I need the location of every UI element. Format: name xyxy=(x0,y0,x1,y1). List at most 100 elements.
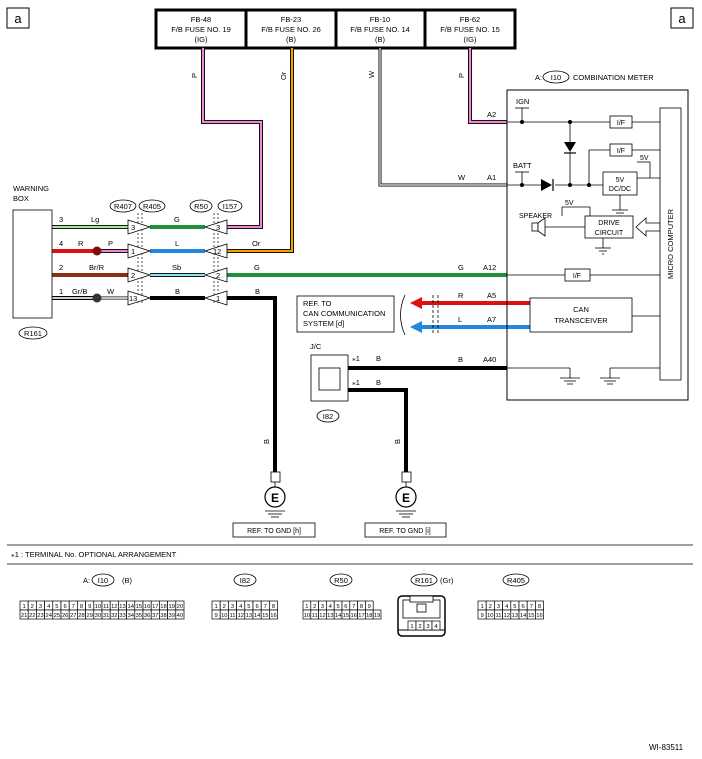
warning-pin-num: 1 xyxy=(59,287,63,296)
fuse-code: FB-48 xyxy=(191,15,211,24)
pin-number: 39 xyxy=(168,613,174,619)
fuse-name: F/B FUSE NO. 14 xyxy=(350,25,410,34)
pin-a2: A2 xyxy=(487,110,496,119)
can-arrow-blue xyxy=(410,321,422,333)
pin-number: 30 xyxy=(95,613,101,619)
drive-line1: DRIVE xyxy=(598,220,620,227)
pin-number: 15 xyxy=(262,613,268,619)
pin-number: 16 xyxy=(536,613,542,619)
wire-color-fb10: W xyxy=(367,70,376,78)
splice-red xyxy=(92,246,102,256)
ground-icon xyxy=(264,486,286,508)
pin-number: 5 xyxy=(336,604,339,610)
pin-number: 21 xyxy=(21,613,27,619)
right-pin: 12 xyxy=(213,247,221,256)
right-color-g: G xyxy=(254,263,260,272)
conn-r161-suffix: (Gr) xyxy=(440,576,454,585)
fuse-sub: (B) xyxy=(375,35,386,44)
drive-circuit: DRIVE CIRCUIT xyxy=(584,215,634,239)
pin-number: 4 xyxy=(329,604,333,610)
meter-prefix: A: xyxy=(535,73,542,82)
pin-number: 13 xyxy=(246,613,252,619)
conn-i10-suffix: (B) xyxy=(122,576,133,585)
pin-number: 2 xyxy=(313,604,316,610)
pin-number: 15 xyxy=(343,613,349,619)
pin-number: 8 xyxy=(538,604,541,610)
jc-wire2: B xyxy=(376,378,381,387)
pin-number: 15 xyxy=(136,604,142,610)
connector-left: R407 R405 3 1 2 13 xyxy=(109,199,166,306)
pin-number: 11 xyxy=(495,613,501,619)
pin-number: 16 xyxy=(350,613,356,619)
conn-i10-code: I10 xyxy=(98,576,108,585)
pin-number: 5 xyxy=(513,604,516,610)
connector-i157: I157 xyxy=(223,202,238,211)
warning-pin-color: R xyxy=(78,239,84,248)
pin-number: 13 xyxy=(512,613,518,619)
pin-number: 34 xyxy=(127,613,134,619)
pin-number: 7 xyxy=(530,604,533,610)
fuse-4: FB-62 F/B FUSE NO. 15 (IG) xyxy=(440,15,500,44)
pin-cell xyxy=(535,609,544,620)
jc-label: J/C xyxy=(310,342,322,351)
wire-color-a1: W xyxy=(458,173,466,182)
pin-number: 16 xyxy=(144,604,150,610)
micro-computer: MICRO COMPUTER xyxy=(659,107,682,381)
pin-number: 23 xyxy=(37,613,43,619)
dcdc-line2: DC/DC xyxy=(609,186,631,193)
jc-wire1: B xyxy=(376,354,381,363)
pin-number: 24 xyxy=(45,613,52,619)
fuse-3: FB-10 F/B FUSE NO. 14 (B) xyxy=(350,15,410,44)
v5-label-dcdc: 5V xyxy=(640,155,649,162)
left-pin: 2 xyxy=(131,271,135,280)
pin-number: 17 xyxy=(152,604,158,610)
conn-i82-code: I82 xyxy=(240,576,250,585)
pin-number: 18 xyxy=(366,613,372,619)
pin-number: 38 xyxy=(160,613,166,619)
pin-number: 19 xyxy=(168,604,174,610)
pin-number: 33 xyxy=(119,613,125,619)
ground-i: B E REF. TO GND [i] xyxy=(364,439,447,538)
wire-color-fb23: Or xyxy=(279,71,288,80)
pin-cell xyxy=(175,609,185,620)
can-line2: TRANSCEIVER xyxy=(554,316,608,325)
pin-number: 36 xyxy=(144,613,150,619)
conn-i10-prefix: A: xyxy=(83,576,90,585)
pin-number: 6 xyxy=(255,604,258,610)
pin-number: 4 xyxy=(47,604,51,610)
fuse-name: F/B FUSE NO. 26 xyxy=(261,25,321,34)
fuse-name: F/B FUSE NO. 19 xyxy=(171,25,231,34)
conn-r405-code: R405 xyxy=(507,576,525,585)
warning-pin-num: 4 xyxy=(59,239,63,248)
figure-id: WI-83511 xyxy=(649,743,684,752)
if-box-2: I/F xyxy=(609,143,633,157)
fuse-code: FB-62 xyxy=(460,15,480,24)
v5-label-drive: 5V xyxy=(565,200,574,207)
can-arrow-red xyxy=(410,297,422,309)
pin-number: 12 xyxy=(503,613,509,619)
ref-can-line3: SYSTEM [d] xyxy=(303,319,344,328)
pin-a5: A5 xyxy=(487,291,496,300)
conn-r161-code: R161 xyxy=(415,576,433,585)
wire-color-a40: B xyxy=(458,355,463,364)
corner-label-right-box: a xyxy=(670,7,694,29)
ground-wire-label: B xyxy=(262,439,271,444)
pin-number: 16 xyxy=(270,613,276,619)
ground-symbol: E xyxy=(271,491,279,505)
ground-wire-label: B xyxy=(393,439,402,444)
pin-number: 27 xyxy=(70,613,76,619)
wire-color-fb48: P xyxy=(190,73,199,78)
warning-pin-num: 3 xyxy=(59,215,63,224)
splice-grb xyxy=(92,293,102,303)
pin-number: 26 xyxy=(62,613,68,619)
right-color-or: Or xyxy=(252,239,261,248)
pin-number: 9 xyxy=(88,604,91,610)
warning-box: WARNING BOX R161 3 Lg 4 R P 2 Br/R 1 Gr/… xyxy=(12,184,115,340)
if-label: I/F xyxy=(617,120,625,127)
jc-connector: I82 xyxy=(323,412,333,421)
ref-can-line2: CAN COMMUNICATION xyxy=(303,309,385,318)
pin-number: 17 xyxy=(358,613,364,619)
fuse-sub: (B) xyxy=(286,35,297,44)
warning-pin-color: Lg xyxy=(91,215,99,224)
